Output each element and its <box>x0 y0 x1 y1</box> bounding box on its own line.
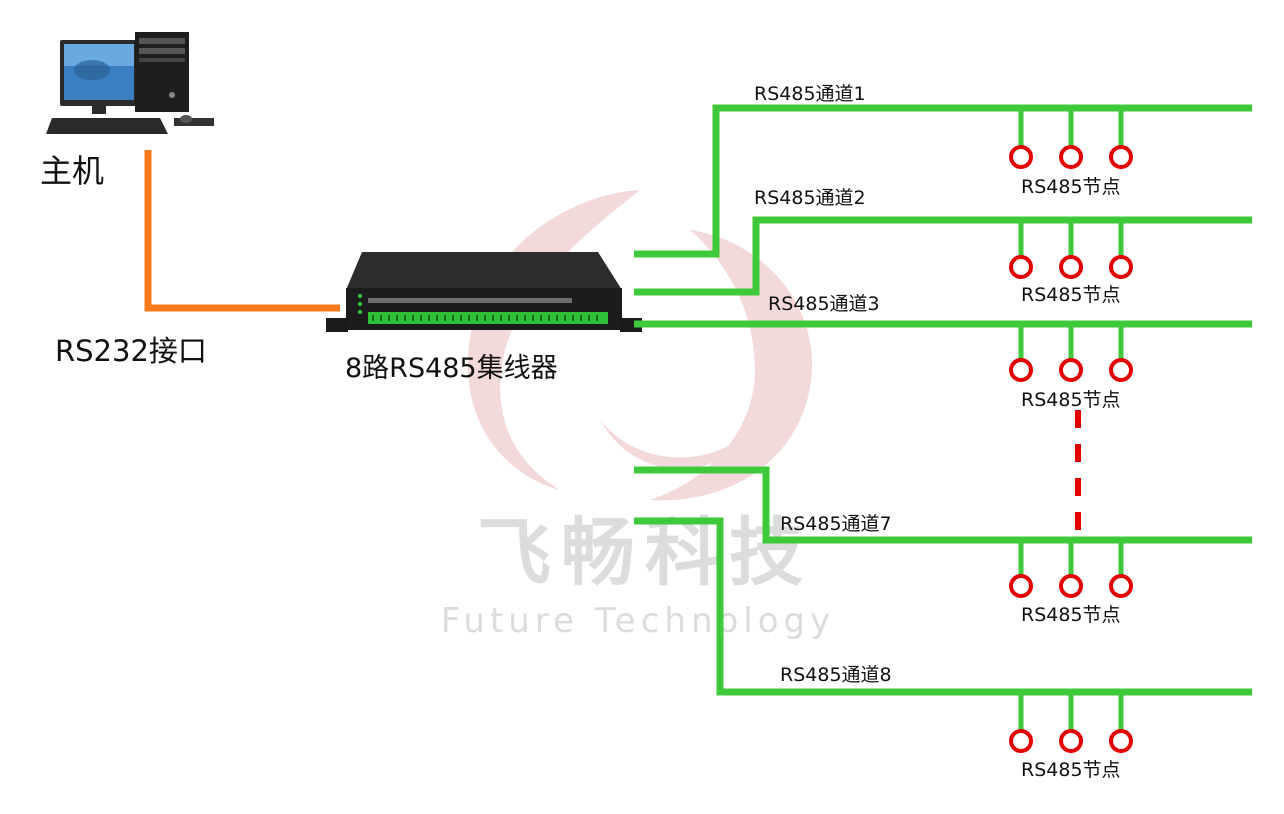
node-label-2: RS485节点 <box>1021 284 1121 306</box>
ring-node-icon <box>1109 729 1133 753</box>
node-label-3: RS485节点 <box>1021 389 1121 411</box>
node-label-8: RS485节点 <box>1021 759 1121 781</box>
ring-node-icon <box>1059 145 1083 169</box>
ring-node-icon <box>1109 358 1133 382</box>
ring-node-icon <box>1009 574 1033 598</box>
ring-node-icon <box>1009 729 1033 753</box>
node-group-3: RS485节点 <box>1009 324 1133 411</box>
ring-node-icon <box>1009 145 1033 169</box>
ring-node-icon <box>1059 255 1083 279</box>
bus-channel-7 <box>634 466 1252 544</box>
node-group-1: RS485节点 <box>1009 108 1133 198</box>
ring-node-icon <box>1109 145 1133 169</box>
desktop-computer-icon <box>46 32 214 134</box>
watermark-en: Future Technology <box>441 601 836 641</box>
bus-channel-8 <box>634 517 1252 696</box>
ring-node-icon <box>1059 729 1083 753</box>
bus-channel-2 <box>634 216 1252 296</box>
channel-label-7: RS485通道7 <box>780 513 892 535</box>
node-label-7: RS485节点 <box>1021 604 1121 626</box>
node-label-1: RS485节点 <box>1021 176 1121 198</box>
rs232-link <box>144 150 340 312</box>
ring-node-icon <box>1059 574 1083 598</box>
channel-label-2: RS485通道2 <box>754 187 866 209</box>
node-group-7: RS485节点 <box>1009 540 1133 626</box>
rs485-hub-device-icon <box>326 252 642 332</box>
ring-node-icon <box>1009 358 1033 382</box>
channel-label-3: RS485通道3 <box>768 293 880 315</box>
node-group-8: RS485节点 <box>1009 692 1133 781</box>
bus-channel-1 <box>634 104 1252 258</box>
channel-label-8: RS485通道8 <box>780 664 892 686</box>
node-group-2: RS485节点 <box>1009 220 1133 306</box>
host-label: 主机 <box>40 152 104 190</box>
watermark-logo <box>467 190 813 501</box>
interface-label: RS232接口 <box>55 334 207 368</box>
ring-node-icon <box>1059 358 1083 382</box>
ring-node-icon <box>1109 255 1133 279</box>
ring-node-icon <box>1109 574 1133 598</box>
hub-label: 8路RS485集线器 <box>345 353 558 384</box>
ring-node-icon <box>1009 255 1033 279</box>
channel-label-1: RS485通道1 <box>754 83 866 105</box>
